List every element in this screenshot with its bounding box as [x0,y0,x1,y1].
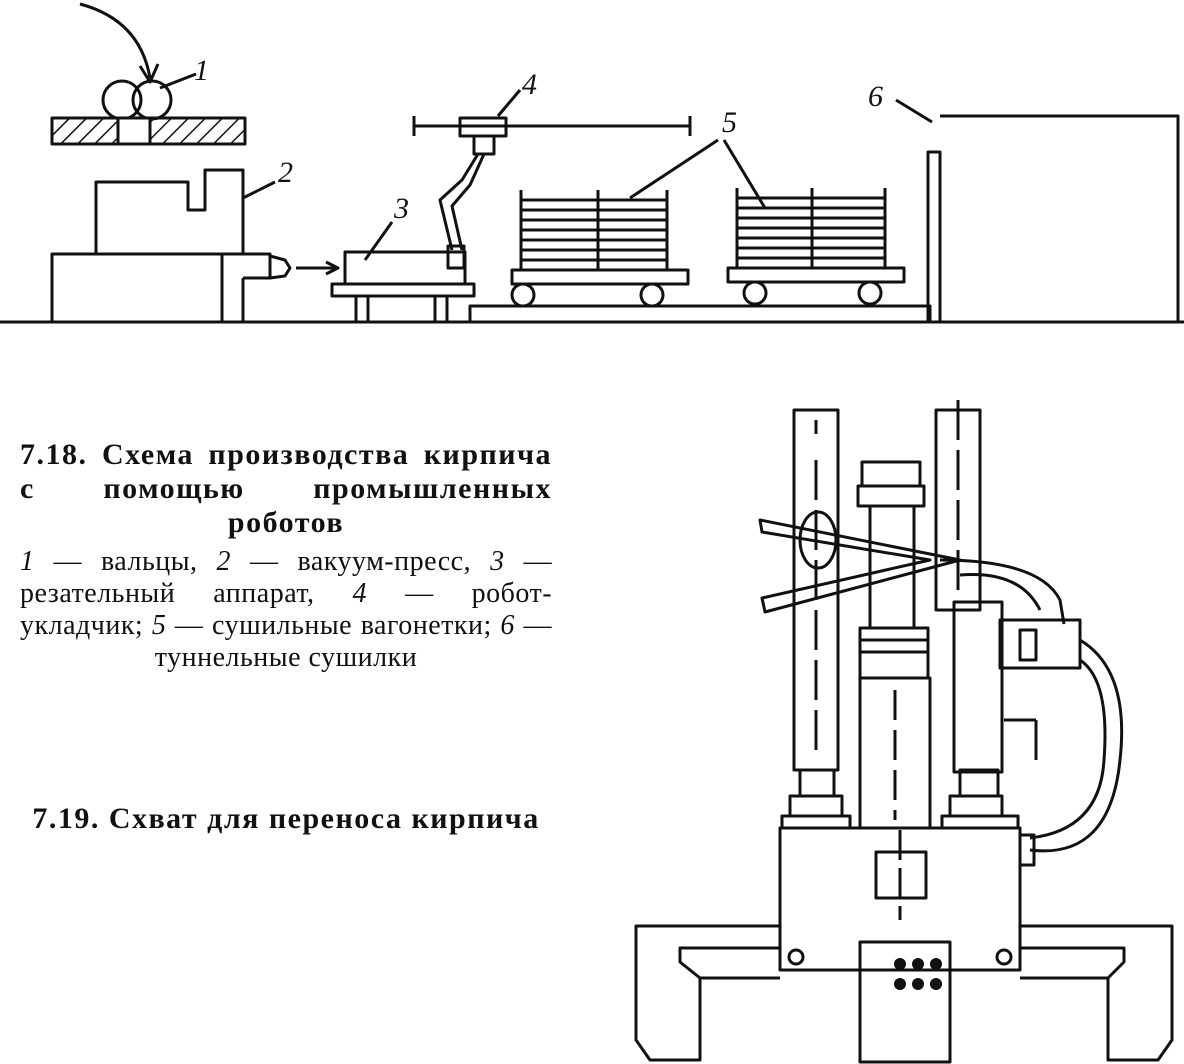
left-jaw [634,924,780,1062]
control-box [858,940,952,1064]
figure-719-title: 7.19. Схват для переноса кирпича [32,802,540,835]
label-cutter: 3 [393,192,409,225]
tunnel-dryer [940,114,1180,322]
label-press: 2 [278,156,293,189]
drying-trolley-2 [726,188,906,306]
drying-trolley-1 [510,190,690,308]
roller-left [101,79,143,121]
label-dryer: 6 [868,80,883,113]
figure-719-caption: 7.19. Схват для переноса кирпича [20,802,552,836]
right-cylinder [952,600,1004,774]
figure-718-title: 7.18. Схема производства кирпича с помощ… [20,438,552,539]
figure-718-legend: 1 — вальцы, 2 — вакуум-пресс, 3 — резате… [20,546,553,673]
brick-production-scheme: 1 2 3 4 5 6 [0,2,1184,324]
brick-gripper-drawing [634,400,1174,1064]
right-jaw [1020,924,1174,1062]
label-robot: 4 [522,68,537,101]
label-rollers: 1 [194,54,209,87]
gripper-arms [758,518,962,614]
label-trolleys: 5 [722,106,737,139]
figure-718-caption: 7.18. Схема производства кирпича с помощ… [20,438,552,674]
